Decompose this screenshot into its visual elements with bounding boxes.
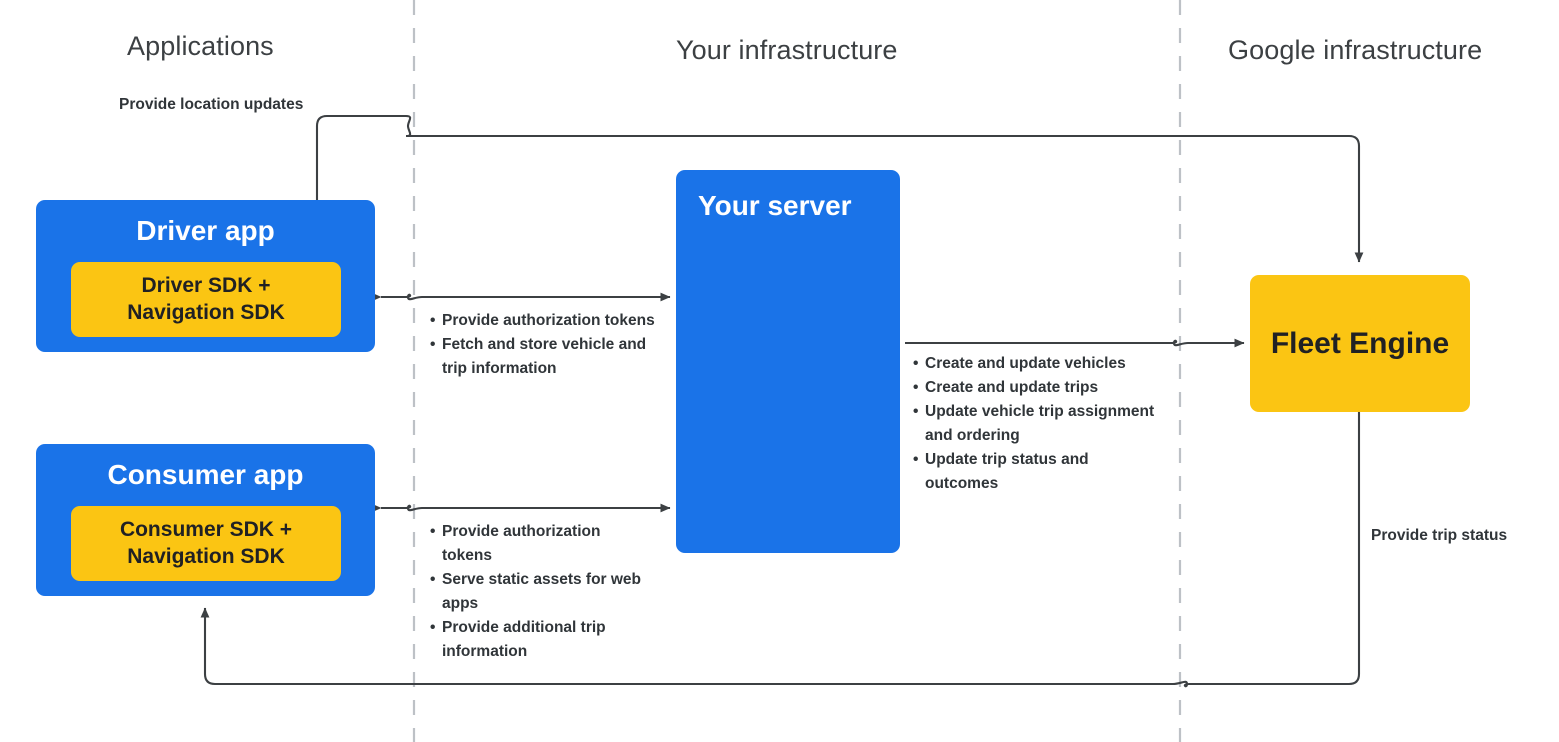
list-item: Provide additional trip information bbox=[430, 616, 645, 664]
consumer-app-title: Consumer app bbox=[107, 459, 304, 490]
flow-list-server-to-fleet-engine: Create and update vehicles Create and up… bbox=[913, 352, 1166, 496]
list-item: Create and update trips bbox=[913, 376, 1166, 400]
flow-label-trip-status: Provide trip status bbox=[1371, 527, 1508, 544]
fleet-engine-title: Fleet Engine bbox=[1270, 326, 1450, 360]
driver-sdk-line-2: Navigation SDK bbox=[127, 300, 285, 324]
zone-title-applications: Applications bbox=[127, 31, 274, 61]
consumer-sdk-box[interactable]: Consumer SDK + Navigation SDK bbox=[71, 506, 341, 581]
connector-driver-server bbox=[371, 292, 671, 302]
fleet-engine-box[interactable]: Fleet Engine bbox=[1250, 275, 1470, 412]
driver-app-box[interactable]: Driver app Driver SDK + Navigation SDK bbox=[36, 200, 375, 352]
driver-app-title: Driver app bbox=[136, 215, 275, 246]
list-item: Update vehicle trip assignment and order… bbox=[913, 400, 1166, 448]
driver-sdk-box[interactable]: Driver SDK + Navigation SDK bbox=[71, 262, 341, 337]
list-item: Fetch and store vehicle and trip informa… bbox=[430, 333, 655, 381]
connector-consumer-server bbox=[371, 503, 671, 513]
connector-server-fleet-engine bbox=[905, 338, 1245, 348]
your-server-box[interactable]: Your server bbox=[676, 170, 900, 553]
list-item: Provide authorization tokens bbox=[430, 520, 645, 568]
flow-list-consumer-to-server: Provide authorization tokens Serve stati… bbox=[430, 520, 645, 664]
list-item: Provide authorization tokens bbox=[430, 309, 655, 333]
list-item: Create and update vehicles bbox=[913, 352, 1166, 376]
list-item: Serve static assets for web apps bbox=[430, 568, 645, 616]
zone-title-google-infrastructure: Google infrastructure bbox=[1228, 35, 1483, 65]
your-server-title: Your server bbox=[698, 190, 852, 221]
consumer-sdk-line-1: Consumer SDK + bbox=[119, 517, 293, 541]
consumer-app-box[interactable]: Consumer app Consumer SDK + Navigation S… bbox=[36, 444, 375, 596]
consumer-sdk-line-2: Navigation SDK bbox=[127, 544, 285, 568]
list-item: Update trip status and outcomes bbox=[913, 448, 1166, 496]
flow-label-location-updates: Provide location updates bbox=[119, 96, 304, 113]
flow-list-driver-to-server: Provide authorization tokens Fetch and s… bbox=[430, 309, 655, 381]
zone-title-your-infrastructure: Your infrastructure bbox=[676, 35, 898, 65]
driver-sdk-line-1: Driver SDK + bbox=[141, 273, 271, 297]
